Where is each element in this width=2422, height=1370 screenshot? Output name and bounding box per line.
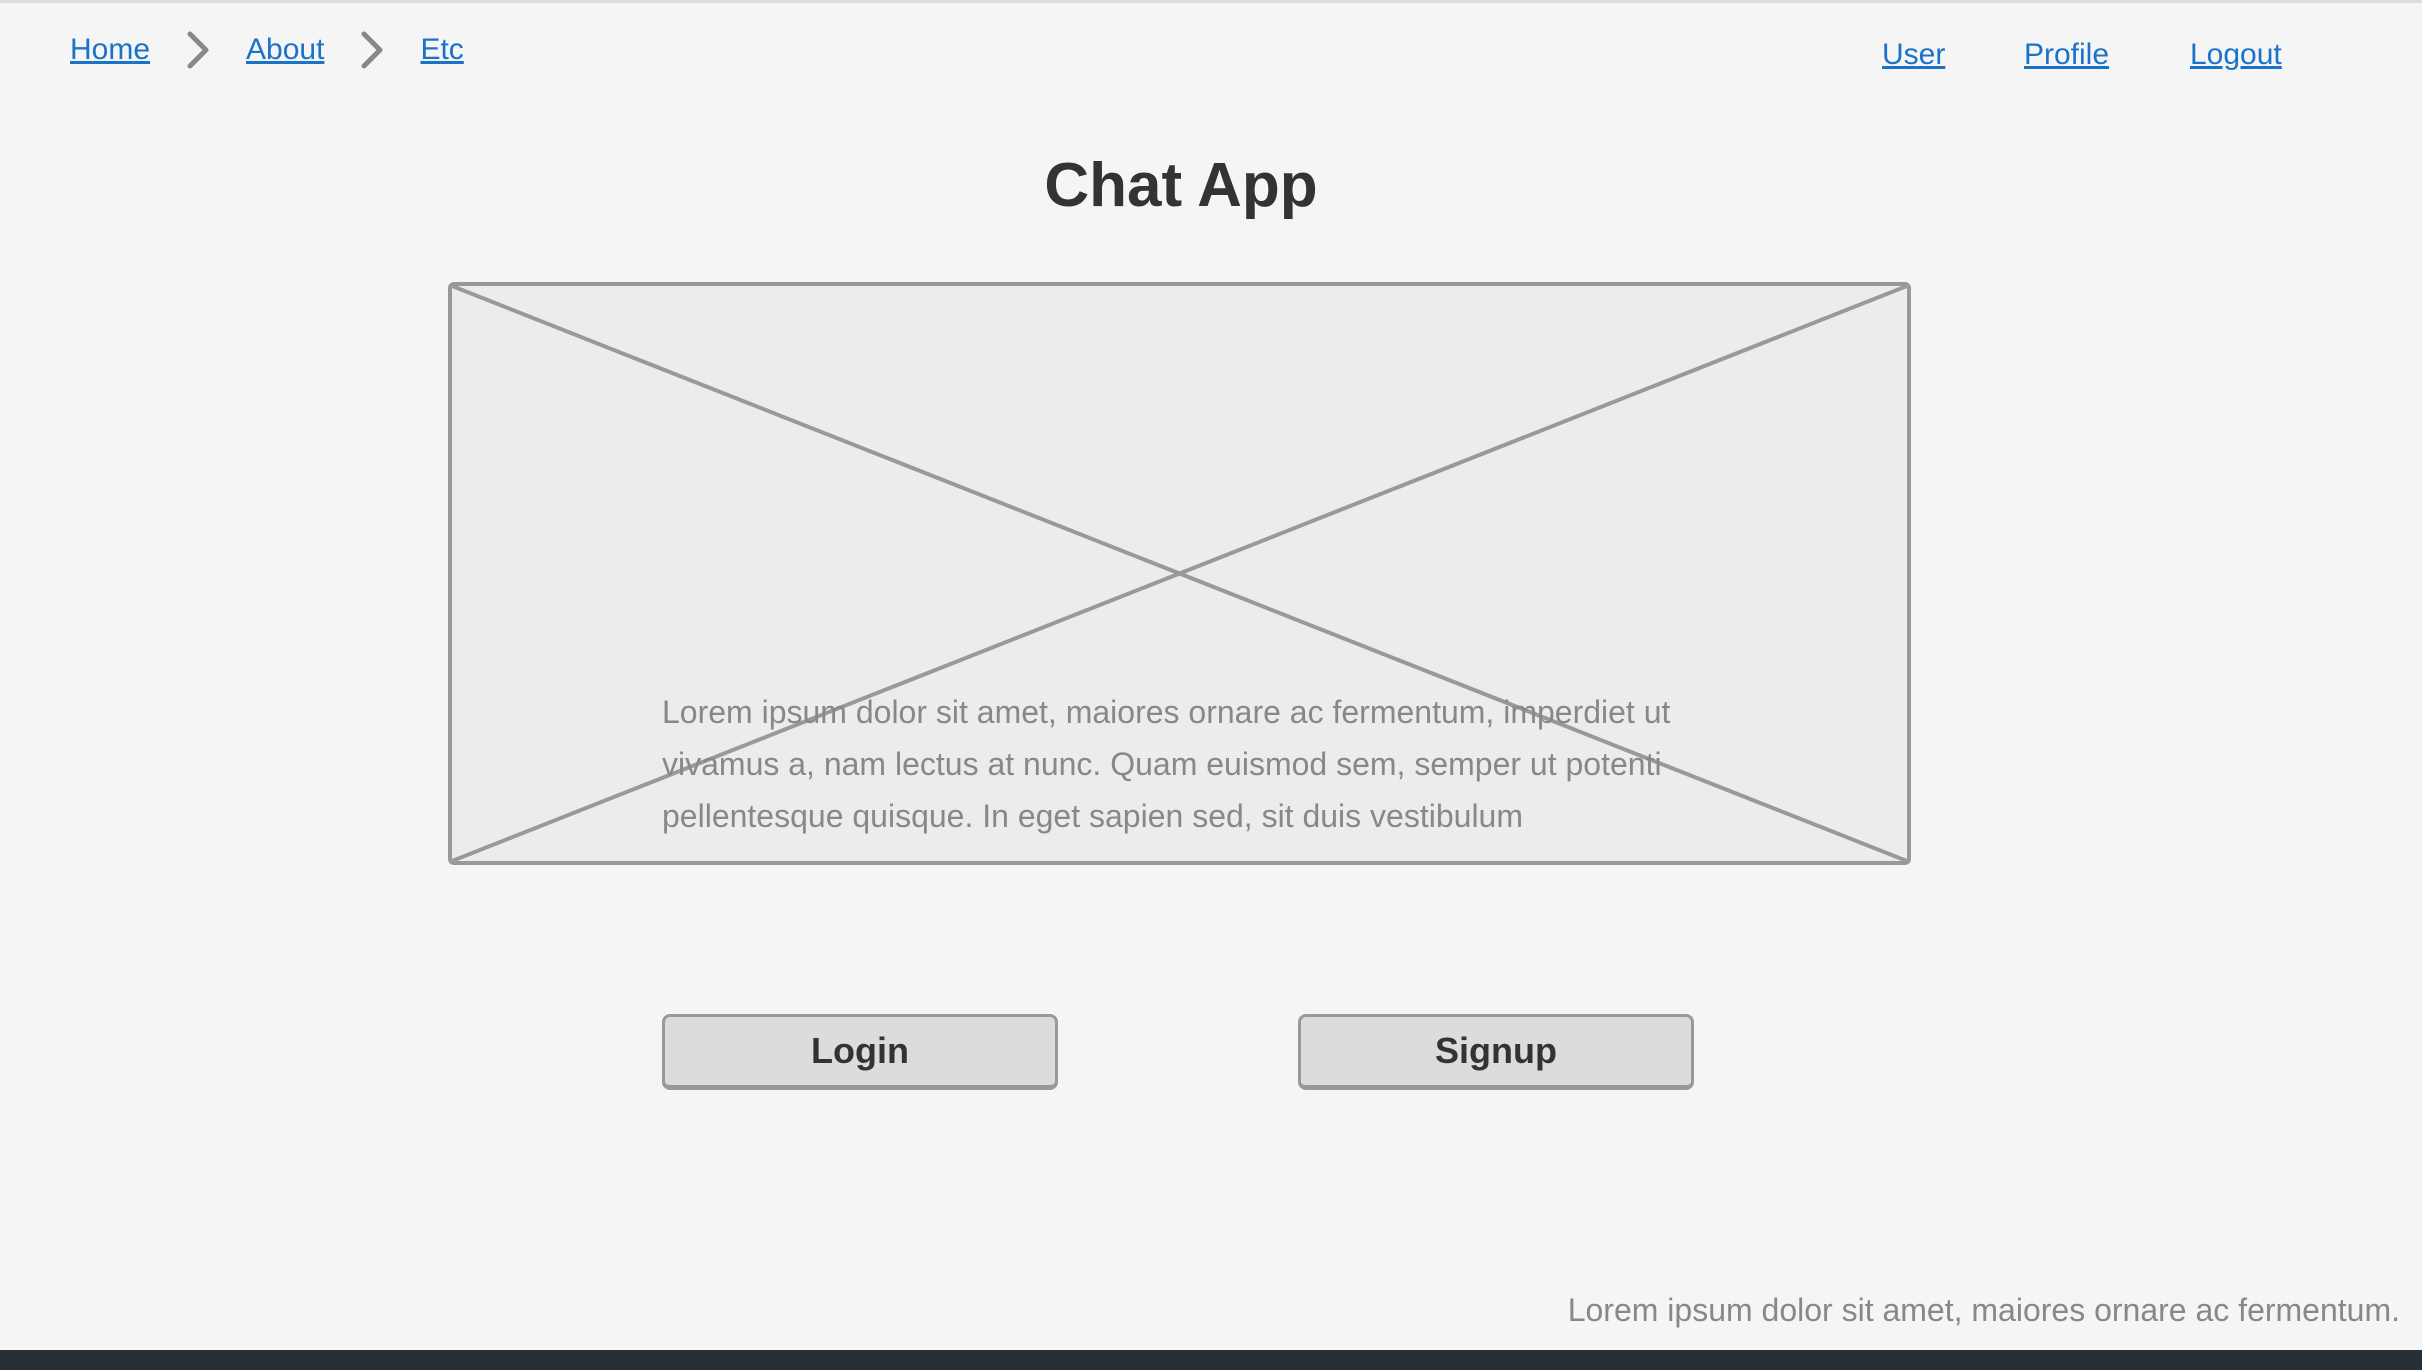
chevron-right-icon bbox=[344, 22, 400, 78]
breadcrumb-etc-link[interactable]: Etc bbox=[420, 33, 464, 66]
footer-text: Lorem ipsum dolor sit amet, maiores orna… bbox=[1567, 1292, 2400, 1328]
user-nav: User Profile Logout bbox=[1860, 30, 2320, 80]
breadcrumb-about-link[interactable]: About bbox=[246, 33, 325, 66]
image-placeholder: Lorem ipsum dolor sit amet, maiores orna… bbox=[448, 282, 1911, 865]
logout-link[interactable]: Logout bbox=[2190, 38, 2282, 71]
profile-link[interactable]: Profile bbox=[2024, 38, 2110, 71]
signup-button[interactable]: Signup bbox=[1298, 1014, 1694, 1090]
chevron-right-icon bbox=[170, 22, 226, 78]
login-button[interactable]: Login bbox=[662, 1014, 1058, 1090]
bottom-bar bbox=[0, 1350, 2422, 1370]
user-link[interactable]: User bbox=[1882, 38, 1946, 71]
hero-description: Lorem ipsum dolor sit amet, maiores orna… bbox=[662, 694, 1671, 834]
placeholder-cross-icon bbox=[452, 286, 1907, 861]
top-divider bbox=[0, 0, 2422, 3]
page-title: Chat App bbox=[1044, 151, 1318, 220]
breadcrumb-home-link[interactable]: Home bbox=[70, 33, 151, 66]
breadcrumb: Home About Etc bbox=[70, 22, 464, 78]
